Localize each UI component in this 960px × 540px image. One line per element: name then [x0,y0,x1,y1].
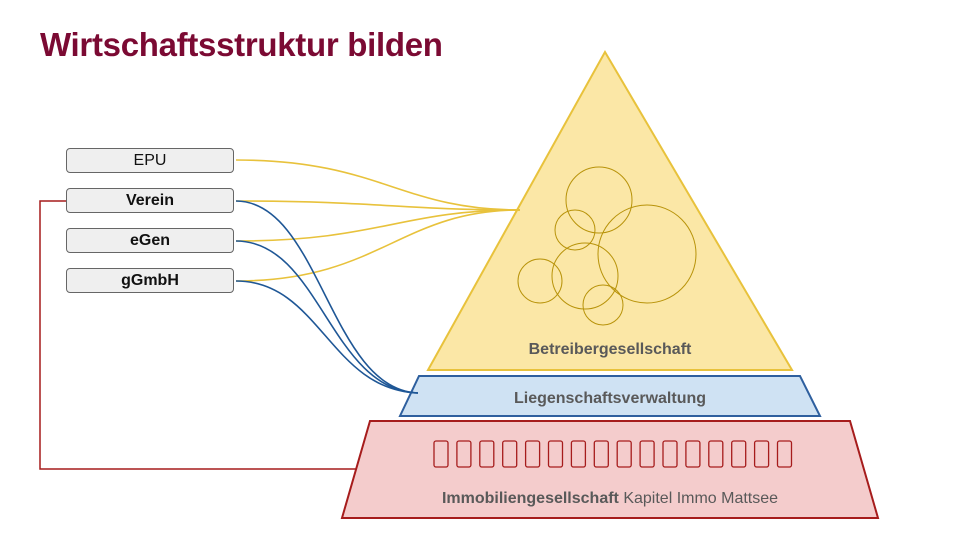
real-estate-base [340,420,880,519]
real-estate-unit [662,440,678,468]
link-egen-to-management [235,240,419,394]
link-verein-to-immobiliengesellschaft [39,200,370,470]
real-estate-unit [524,440,541,468]
property-management-label: Liegenschaftsverwaltung [514,390,706,407]
operator-circle [597,204,697,304]
real-estate-label-bold: Immobiliengesellschaft [442,490,620,507]
real-estate-unit [731,440,747,468]
real-estate-unit [547,440,564,468]
real-estate-unit [616,440,632,468]
real-estate-unit [456,440,472,468]
operator-label: Betreibergesellschaft [529,341,692,358]
real-estate-unit [479,440,495,468]
link-egen-to-operator [235,209,521,242]
operator-circle [554,209,596,251]
slide-title: Wirtschaftsstruktur bilden [40,26,443,63]
operator-circle [582,284,624,326]
real-estate-units-row [433,440,793,468]
entity-box-verein[interactable]: Verein [66,188,234,213]
real-estate-unit [753,440,770,468]
entity-label: gGmbH [121,271,179,289]
property-management-band [398,375,822,417]
operator-links [235,159,521,282]
entity-label: Verein [125,191,175,209]
operator-circle [517,258,563,304]
real-estate-unit [502,440,518,468]
real-estate-unit [639,440,655,468]
entity-box-ggmbh[interactable]: gGmbH [66,268,234,293]
real-estate-unit [708,440,724,468]
real-estate-unit [593,440,609,468]
real-estate-unit [570,440,587,468]
real-estate-unit [433,440,449,468]
management-links [235,200,419,394]
entity-label: eGen [129,231,170,249]
link-ggmbh-to-operator [235,209,521,282]
real-estate-label-rest: Kapitel Immo Mattsee [619,490,778,507]
link-ggmbh-to-management [235,280,419,394]
operator-circle [551,242,619,310]
entity-box-egen[interactable]: eGen [66,228,234,253]
real-estate-unit [685,440,701,468]
link-epu-to-operator [235,159,521,211]
real-estate-label: Immobiliengesellschaft Kapitel Immo Matt… [442,490,778,507]
operator-circle [565,166,633,234]
operator-triangle [426,49,794,371]
entity-box-epu[interactable]: EPU [66,148,234,173]
operator-circles-cluster [517,166,697,326]
real-estate-unit [776,440,793,468]
entity-label: EPU [133,151,167,169]
link-verein-to-operator [235,200,521,211]
link-verein-to-management [235,200,419,394]
